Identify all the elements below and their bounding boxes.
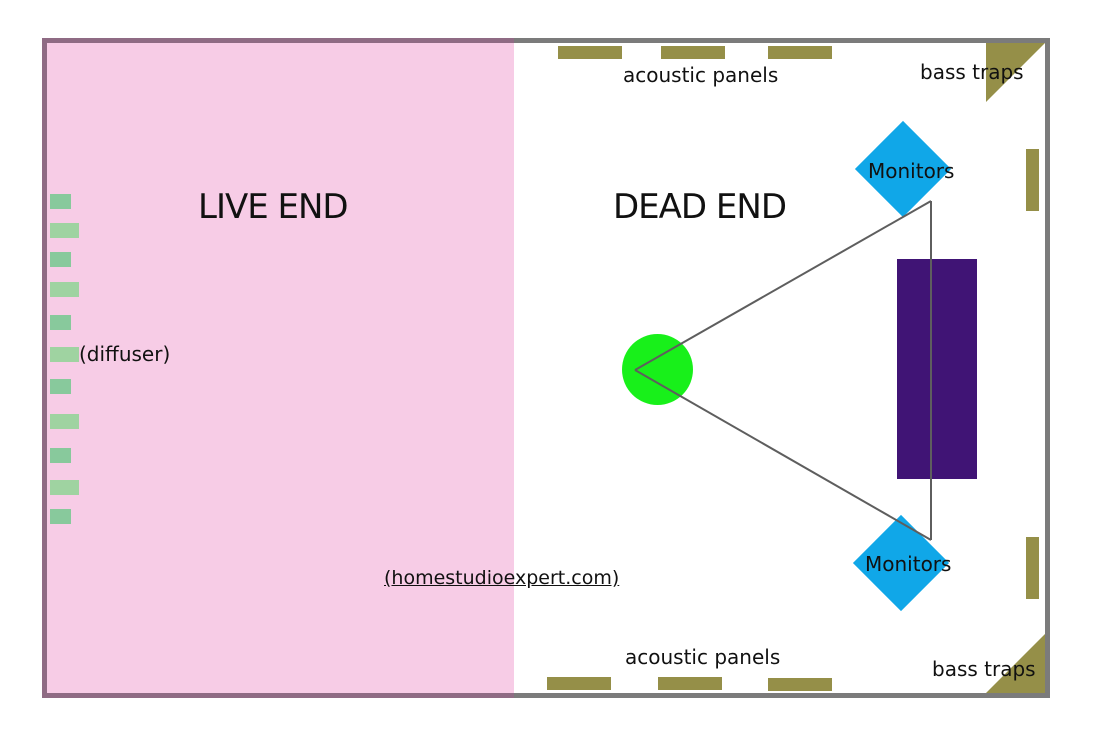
monitor-bottom-label: Monitors <box>865 552 952 576</box>
diffuser-slat-7 <box>50 379 71 394</box>
acoustic-panel-bottom-3 <box>768 678 832 691</box>
bass-traps-bottom-label: bass traps <box>932 657 1036 681</box>
acoustic-panel-right-bottom <box>1026 537 1039 599</box>
diffuser-slat-10 <box>50 480 79 495</box>
bass-traps-top-label: bass traps <box>920 60 1024 84</box>
acoustic-panel-bottom-1 <box>547 677 611 690</box>
acoustic-panel-top-3 <box>768 46 832 59</box>
diffuser-slat-3 <box>50 252 71 267</box>
acoustic-panel-right-top <box>1026 149 1039 211</box>
diffuser-slat-5 <box>50 315 71 330</box>
desk-rectangle <box>897 259 977 479</box>
dead-end-label: DEAD END <box>613 187 787 227</box>
acoustic-panels-top-label: acoustic panels <box>623 63 779 87</box>
diffuser-slat-6 <box>50 347 79 362</box>
listener-circle <box>622 334 693 405</box>
monitor-top-label: Monitors <box>868 159 955 183</box>
live-end-zone <box>42 38 514 698</box>
bass-trap-bottom-right <box>986 634 1045 693</box>
diffuser-slat-11 <box>50 509 71 524</box>
diffuser-slat-1 <box>50 194 71 209</box>
live-end-label: LIVE END <box>198 187 349 227</box>
acoustic-panel-bottom-2 <box>658 677 722 690</box>
source-link[interactable]: (homestudioexpert.com) <box>384 567 620 589</box>
acoustic-panel-top-1 <box>558 46 622 59</box>
diffuser-label: (diffuser) <box>79 342 171 366</box>
diffuser-slat-2 <box>50 223 79 238</box>
acoustic-panels-bottom-label: acoustic panels <box>625 645 781 669</box>
diffuser-slat-4 <box>50 282 79 297</box>
diffuser-slat-8 <box>50 414 79 429</box>
diffuser-slat-9 <box>50 448 71 463</box>
acoustic-panel-top-2 <box>661 46 725 59</box>
